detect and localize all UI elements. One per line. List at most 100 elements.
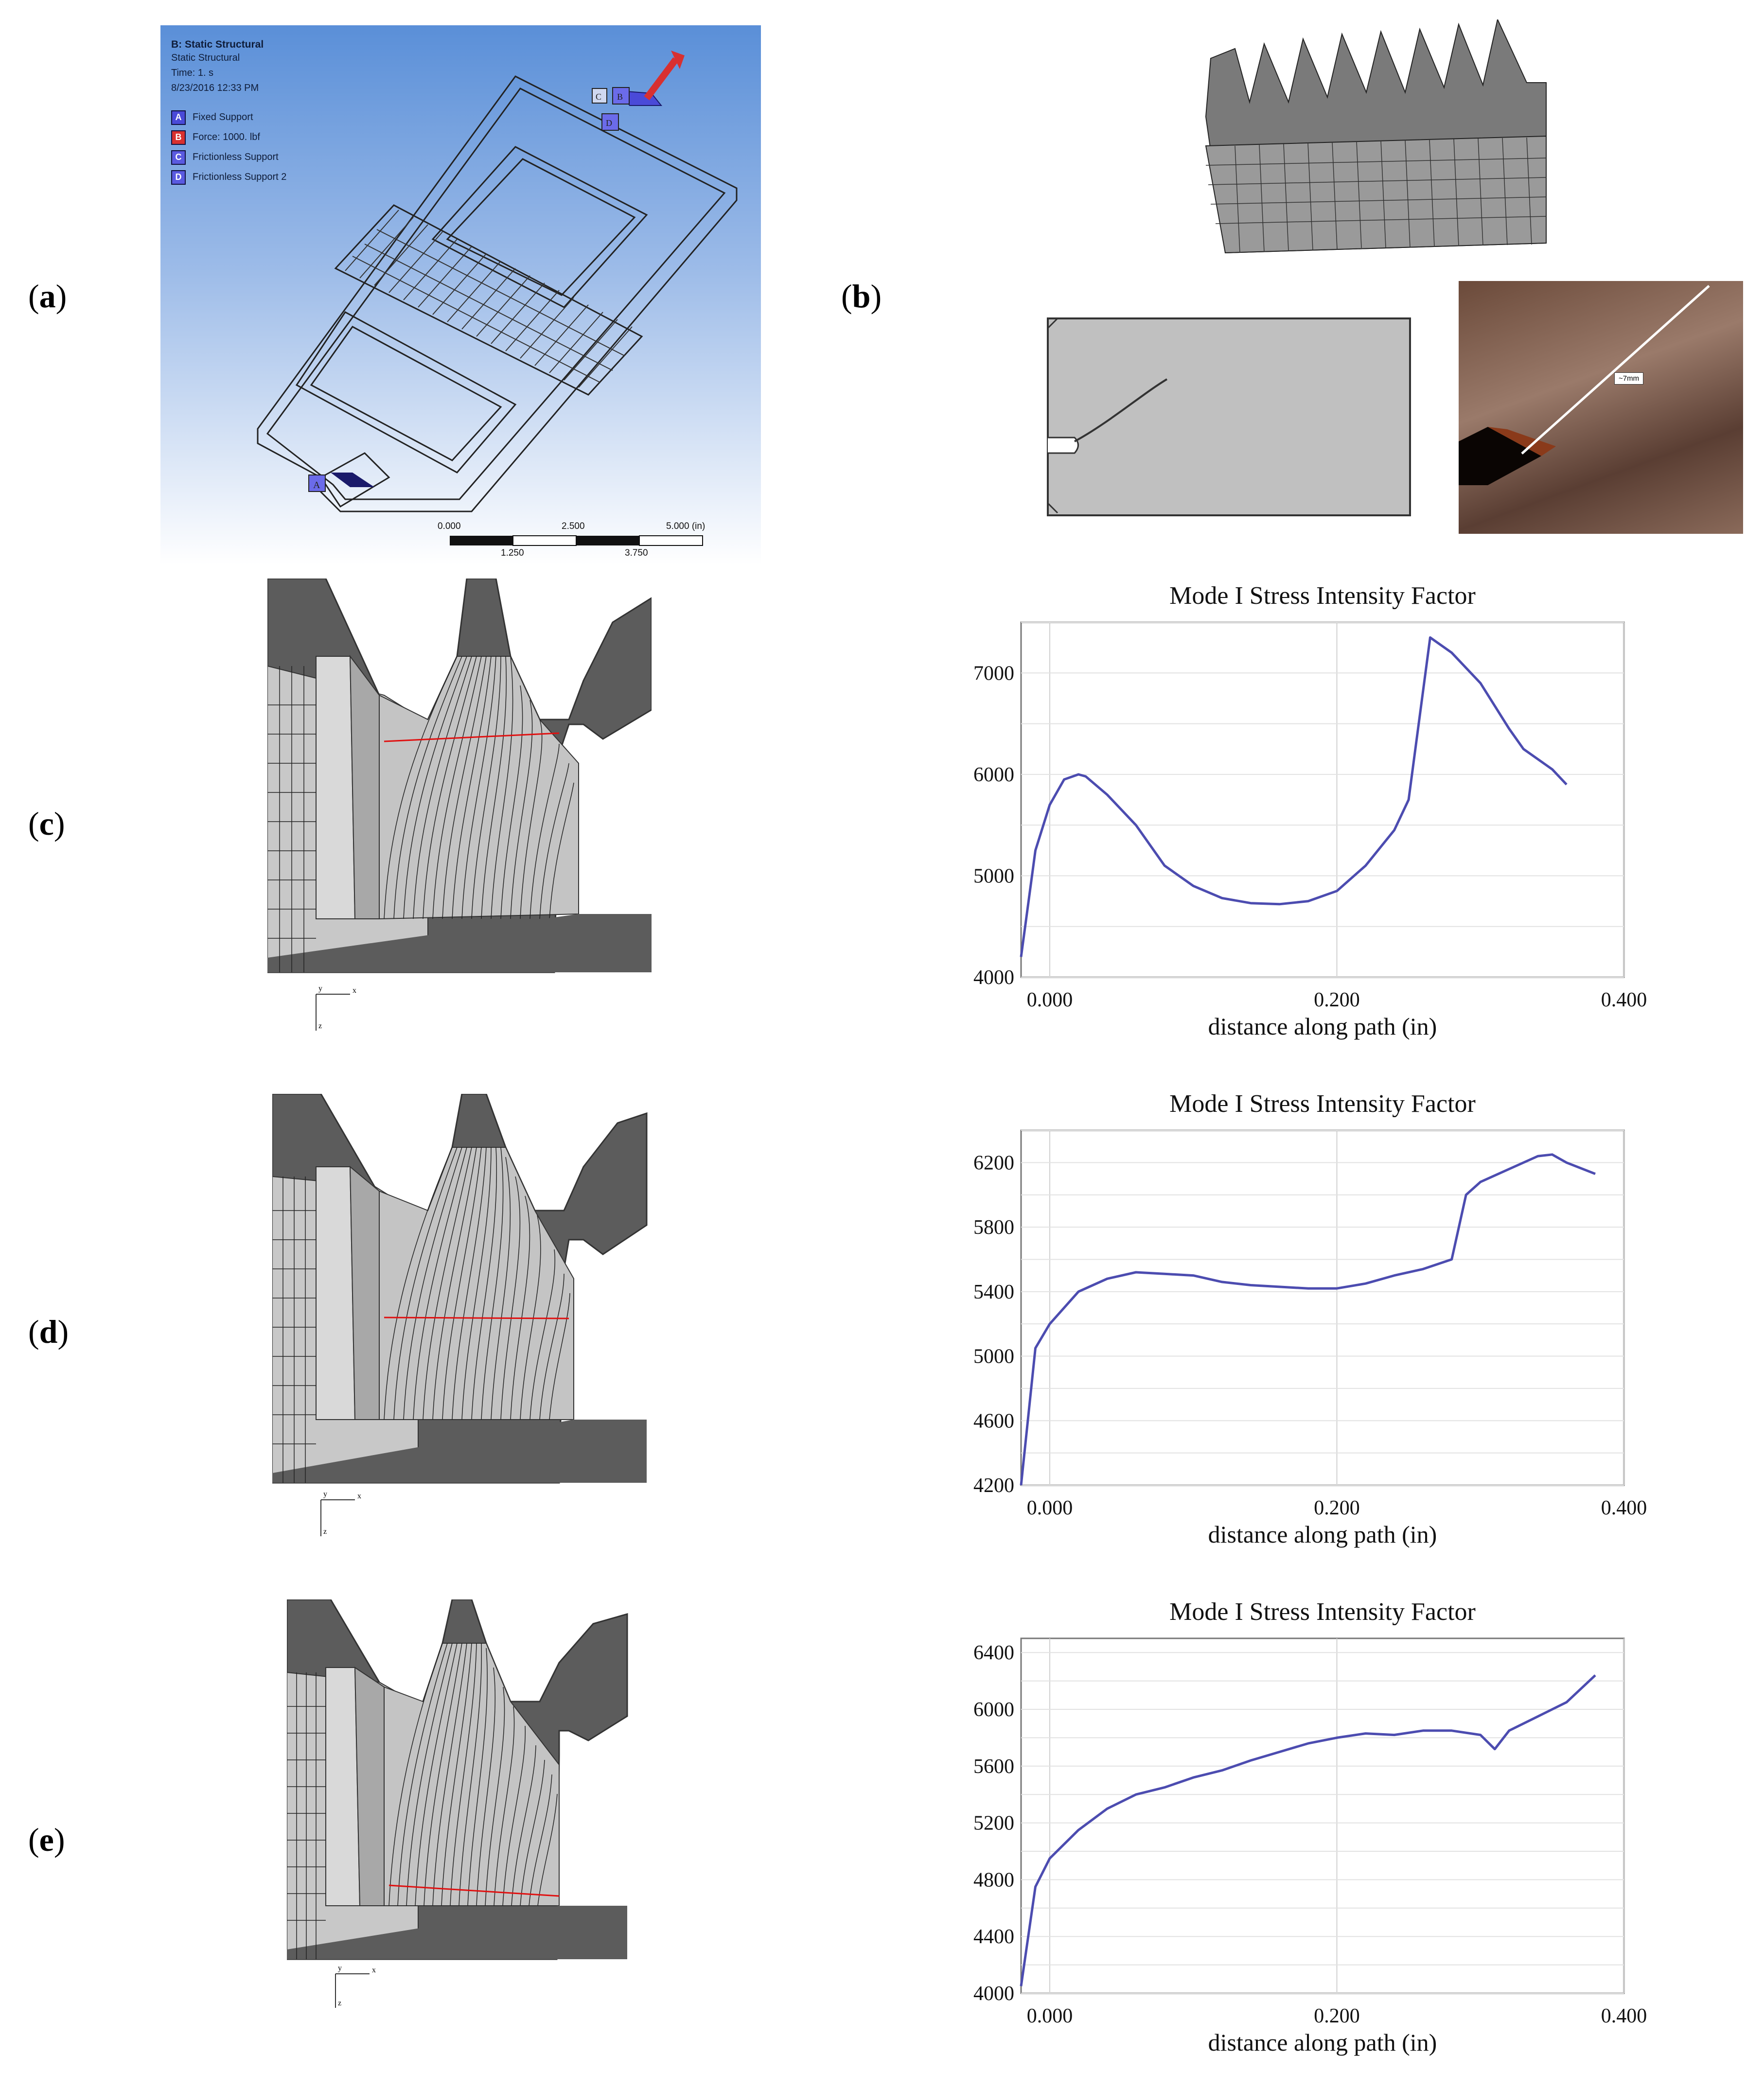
crack-path — [1074, 378, 1168, 442]
scale-label-0: 0.000 — [438, 521, 461, 531]
panel-d-triad-x: x — [357, 1492, 361, 1500]
legend-fixed-support: A Fixed Support — [171, 107, 286, 127]
panel-d-triad-y: y — [323, 1490, 327, 1498]
x-tick-label: 0.200 — [1314, 2005, 1360, 2027]
panel-c-gear-view: y x z — [267, 579, 652, 1031]
panel-label-e: (e) — [28, 1821, 65, 1858]
x-tick-label: 0.400 — [1601, 2005, 1647, 2027]
panel-e-side-mesh — [287, 1672, 326, 1959]
plate-inner — [266, 88, 726, 500]
marker-a-text: A — [313, 480, 320, 491]
ansys-model-wireframe: A C B D — [257, 51, 738, 546]
chart-d: Mode I Stress Intensity Factor 0.000 0.200… — [973, 1090, 1647, 1548]
y-tick-label: 5400 — [973, 1281, 1014, 1303]
panel-d-contour-lines — [384, 1147, 570, 1420]
plate-outline — [257, 75, 738, 512]
marker-d-text: D — [606, 118, 612, 128]
scale-label-1250: 1.250 — [501, 548, 524, 558]
lattice-hatching — [345, 210, 633, 388]
chart-c: Mode I Stress Intensity Factor 0.000 0.200… — [973, 582, 1647, 1040]
force-arrow — [644, 57, 679, 101]
legend-frictionless-support-2: D Frictionless Support 2 — [171, 167, 286, 187]
panel-d-axis-triad — [320, 1499, 355, 1536]
y-tick-label: 5000 — [973, 1346, 1014, 1368]
gear-mesh-lines — [1205, 137, 1547, 253]
y-tick-label: 5600 — [973, 1756, 1014, 1778]
x-axis-label: distance along path (in) — [1208, 2029, 1437, 2056]
legend-force: B Force: 1000. lbf — [171, 127, 286, 147]
y-tick-label: 6000 — [973, 764, 1014, 786]
panel-a-ansys-view: B: Static Structural Static Structural T… — [160, 25, 761, 565]
panel-c-side-mesh — [267, 666, 316, 972]
legend-key-b: B — [171, 130, 186, 145]
fixed-support-face — [331, 473, 374, 487]
panel-b-gear-segment — [1205, 19, 1547, 254]
panel-label-c: (c) — [28, 805, 65, 842]
panel-c-path-line — [384, 732, 560, 742]
x-axis-label: distance along path (in) — [1208, 1521, 1437, 1548]
y-tick-label: 6400 — [973, 1642, 1014, 1664]
legend-label-d: Frictionless Support 2 — [193, 172, 287, 182]
channel-upper — [431, 146, 648, 308]
y-tick-label: 6000 — [973, 1699, 1014, 1721]
chart-title: Mode I Stress Intensity Factor — [1169, 1090, 1476, 1118]
plot-frame — [1020, 621, 1625, 978]
scale-label-5000: 5.000 (in) — [666, 521, 706, 531]
panel-e-triad-z: z — [338, 1999, 341, 2007]
x-tick-label: 0.000 — [1027, 1497, 1073, 1519]
series-line — [1020, 1153, 1596, 1486]
series-line — [1020, 636, 1568, 957]
legend-key-c: C — [171, 150, 186, 165]
y-tick-label: 4200 — [973, 1475, 1014, 1497]
ansys-line-3: 8/23/2016 12:33 PM — [171, 83, 259, 93]
scale-bar — [450, 535, 703, 546]
panel-c-axis-triad — [316, 994, 350, 1031]
y-tick-label: 5200 — [973, 1812, 1014, 1835]
x-tick-label: 0.000 — [1027, 989, 1073, 1011]
ansys-header: B: Static Structural — [171, 39, 264, 50]
x-tick-label: 0.200 — [1314, 989, 1360, 1011]
lattice-region — [334, 204, 643, 396]
legend-key-a: A — [171, 110, 186, 125]
panel-e-axis-triad — [335, 1973, 370, 2008]
panel-e-triad-y: y — [338, 1964, 342, 1972]
marker-d — [601, 113, 619, 131]
panel-c-triad-z: z — [318, 1022, 322, 1030]
x-tick-label: 0.000 — [1027, 2005, 1073, 2027]
panel-d-side-mesh — [272, 1177, 316, 1483]
marker-c — [592, 88, 607, 104]
legend-label-a: Fixed Support — [193, 112, 253, 123]
legend-key-d: D — [171, 170, 186, 185]
panel-label-a: (a) — [28, 278, 67, 315]
ansys-line-2: Time: 1. s — [171, 68, 214, 78]
y-tick-label: 4600 — [973, 1410, 1014, 1432]
panel-d-path-line — [384, 1317, 569, 1319]
chart-title: Mode I Stress Intensity Factor — [1169, 582, 1476, 610]
series-line — [1020, 1674, 1596, 1986]
plot-frame — [1020, 1129, 1625, 1486]
legend-label-b: Force: 1000. lbf — [193, 132, 260, 142]
y-tick-label: 5000 — [973, 865, 1014, 887]
y-tick-label: 5800 — [973, 1216, 1014, 1239]
plot-frame — [1020, 1637, 1625, 1994]
panel-b-crack-photo: ~7mm — [1459, 281, 1743, 534]
ansys-info-block: B: Static Structural Static Structural T… — [171, 39, 286, 187]
legend-frictionless-support: C Frictionless Support — [171, 147, 286, 167]
scale-label-2500: 2.500 — [562, 521, 585, 531]
y-tick-label: 4800 — [973, 1869, 1014, 1891]
marker-c-text: C — [596, 92, 601, 102]
y-tick-label: 4000 — [973, 1983, 1014, 2005]
x-axis-label: distance along path (in) — [1208, 1013, 1437, 1040]
marker-b — [612, 87, 630, 105]
marker-b-text: B — [617, 92, 623, 102]
scale-label-3750: 3.750 — [625, 548, 648, 558]
legend-label-c: Frictionless Support — [193, 152, 279, 162]
x-tick-label: 0.200 — [1314, 1497, 1360, 1519]
marker-a — [308, 474, 326, 492]
panel-e-triad-x: x — [372, 1966, 376, 1974]
panel-c-triad-y: y — [318, 984, 322, 993]
ansys-line-1: Static Structural — [171, 53, 240, 63]
channel-lower — [295, 311, 517, 474]
panel-d-gear-view: y x z — [272, 1094, 656, 1536]
